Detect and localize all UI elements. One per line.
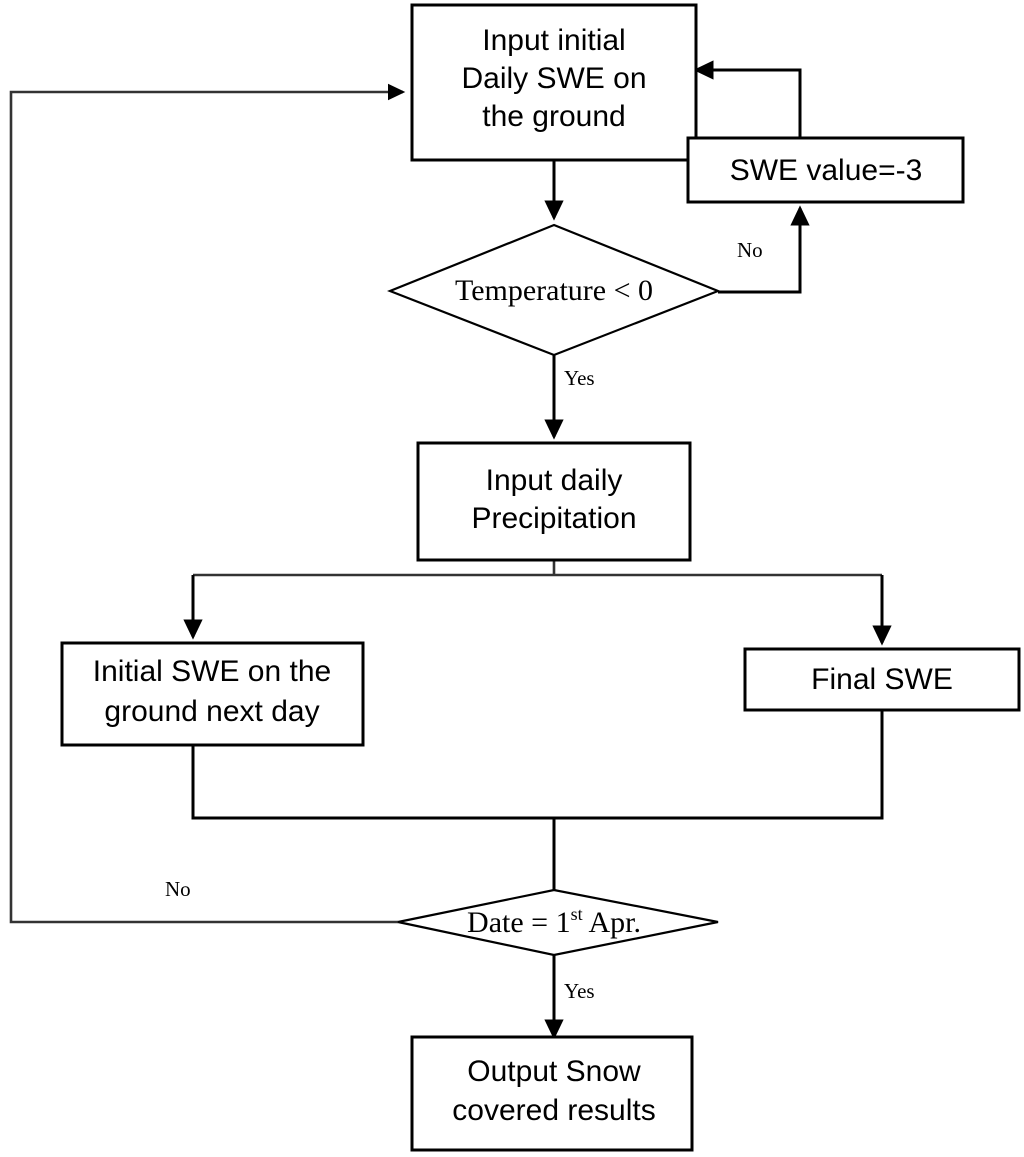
- node-input-initial-swe-line-3: the ground: [482, 100, 625, 133]
- node-input-daily-precipitation-line-2: Precipitation: [471, 502, 636, 535]
- node-output-snow-results-line-2: covered results: [452, 1094, 655, 1127]
- node-input-daily-precipitation-shape: [416, 441, 692, 562]
- node-initial-swe-next-day-shape: [60, 641, 365, 747]
- node-input-initial-swe-line-1: Input initial: [482, 24, 625, 57]
- node-temperature-decision[interactable]: Temperature < 0: [387, 223, 721, 357]
- edge-label-temperature-no: No: [737, 238, 763, 262]
- node-final-swe-label: Final SWE: [811, 663, 953, 696]
- node-swe-value-label: SWE value=-3: [730, 154, 923, 187]
- edge-date-no-to-input-initial: [9, 83, 406, 924]
- edge-swe-value-to-input-initial: [693, 60, 802, 138]
- node-input-initial-swe-shape: [410, 3, 698, 162]
- edge-label-date-no: No: [165, 877, 191, 901]
- node-date-decision-shape: [397, 888, 719, 957]
- edge-precipitation-split-bus: [193, 560, 882, 577]
- node-temperature-decision-shape: [387, 223, 721, 357]
- node-initial-swe-next-day-line-1: Initial SWE on the: [93, 655, 331, 688]
- node-final-swe[interactable]: Final SWE: [743, 647, 1021, 712]
- node-input-daily-precipitation-line-1: Input daily: [486, 464, 623, 497]
- edge-merge-bus: [191, 710, 884, 820]
- node-input-daily-precipitation[interactable]: Input daily Precipitation: [416, 441, 692, 562]
- node-output-snow-results[interactable]: Output Snow covered results: [410, 1035, 694, 1152]
- edge-label-date-yes: Yes: [564, 979, 595, 1003]
- node-date-decision-prefix: Date = 1: [467, 906, 571, 939]
- node-date-decision-suffix: Apr.: [583, 906, 641, 939]
- edge-temperature-no-to-swe-value: [718, 205, 810, 294]
- node-temperature-decision-label: Temperature < 0: [455, 274, 653, 307]
- node-output-snow-results-line-1: Output Snow: [467, 1055, 641, 1088]
- node-swe-value[interactable]: SWE value=-3: [686, 136, 965, 204]
- node-input-initial-swe-line-2: Daily SWE on: [461, 62, 646, 95]
- node-input-initial-swe[interactable]: Input initial Daily SWE on the ground: [410, 3, 698, 162]
- node-date-decision-superscript: st: [571, 904, 583, 924]
- node-initial-swe-next-day-line-2: ground next day: [104, 695, 319, 728]
- node-final-swe-shape: [743, 647, 1021, 712]
- edge-label-temperature-yes: Yes: [564, 366, 595, 390]
- node-output-snow-results-shape: [410, 1035, 694, 1152]
- node-date-decision-label: Date = 1st Apr.: [467, 904, 641, 939]
- node-initial-swe-next-day[interactable]: Initial SWE on the ground next day: [60, 641, 365, 747]
- node-swe-value-shape: [686, 136, 965, 204]
- node-date-decision[interactable]: Date = 1st Apr.: [397, 888, 719, 957]
